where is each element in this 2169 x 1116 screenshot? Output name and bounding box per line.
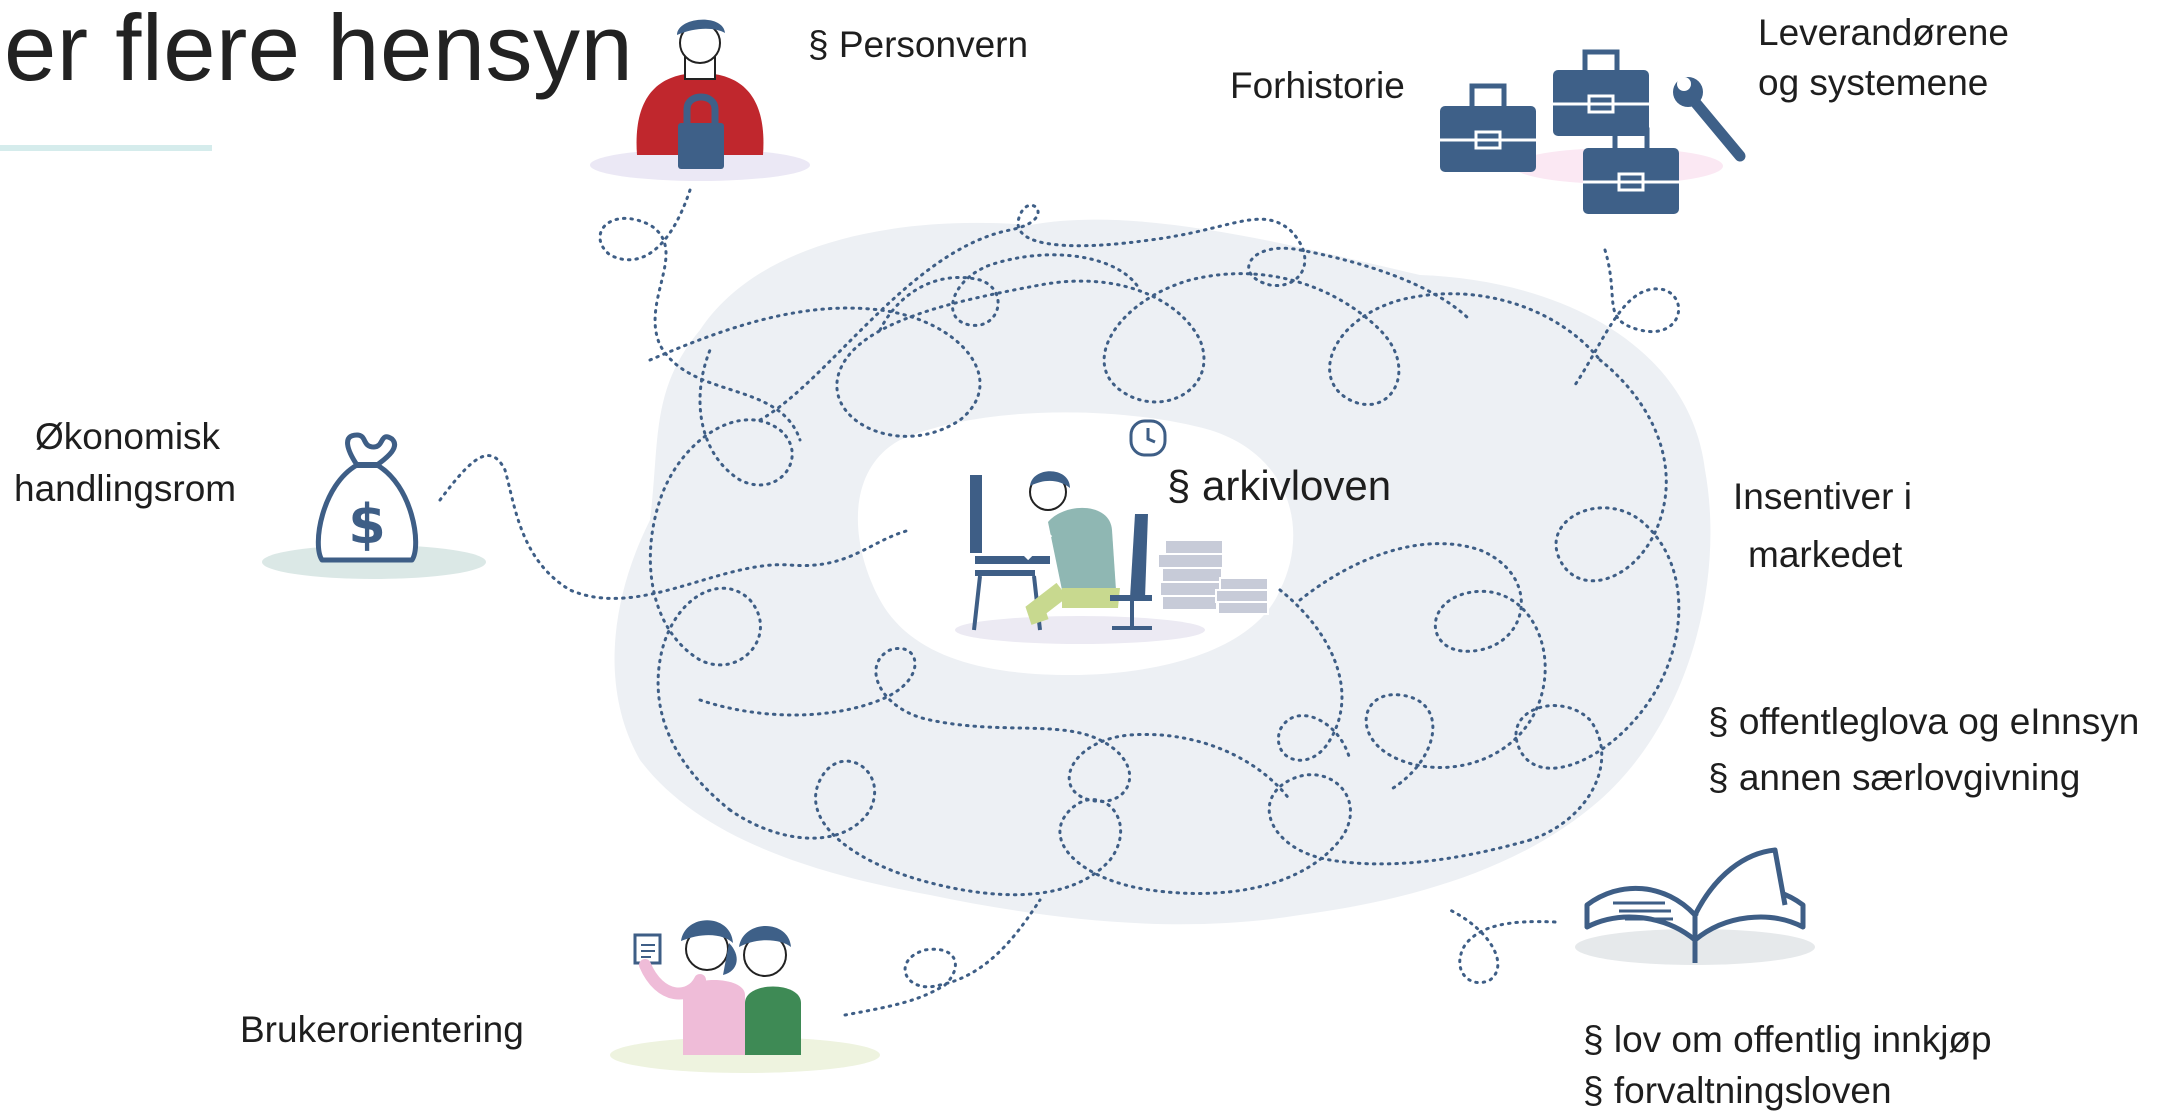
thread-personvern (598, 188, 802, 442)
center-label-arkivloven: § arkivloven (1167, 462, 1392, 509)
two-people-icon (610, 920, 880, 1073)
thread-loop-1 (648, 272, 1602, 438)
page-title: er flere hensyn (4, 0, 634, 100)
money-bag-icon: $ (262, 432, 486, 579)
label-leverandorer-line1: Leverandørene (1758, 12, 2009, 53)
thread-loop-5 (758, 203, 1472, 422)
briefcases-wrench-icon (1440, 49, 1746, 214)
office-worker-icon (955, 471, 1269, 644)
label-innkjop: § lov om offentlig innkjøp (1583, 1019, 1992, 1060)
thread-economy (438, 454, 912, 600)
thread-loop-2 (1514, 358, 1681, 842)
label-offentleglova: § offentleglova og eInnsyn (1708, 701, 2140, 742)
thread-users (843, 898, 1042, 1017)
label-forvaltningsloven: § forvaltningsloven (1583, 1070, 1892, 1111)
thread-loop-3 (728, 759, 1532, 897)
label-okonomisk-line1: Økonomisk (35, 416, 221, 457)
thread-loop-6 (1298, 542, 1547, 792)
label-okonomisk-line2: handlingsrom (14, 468, 237, 509)
open-book-icon (1575, 847, 1815, 965)
thread-book (1448, 908, 1557, 984)
svg-text:$: $ (348, 493, 386, 556)
label-insentiver-line2: markedet (1748, 534, 1903, 575)
label-forhistorie: Forhistorie (1230, 65, 1405, 106)
clock-icon (1129, 419, 1167, 457)
label-leverandorer-line2: og systemene (1758, 62, 1989, 103)
thread-loop-8 (878, 253, 1142, 332)
label-brukerorientering: Brukerorientering (240, 1009, 524, 1050)
label-insentiver-line1: Insentiver i (1733, 476, 1912, 517)
thread-loop-9 (1276, 588, 1352, 762)
title-underline (0, 145, 212, 151)
person-lock-icon (590, 19, 810, 181)
label-personvern: § Personvern (808, 24, 1029, 65)
label-saerlov: § annen særlovgivning (1708, 757, 2081, 798)
